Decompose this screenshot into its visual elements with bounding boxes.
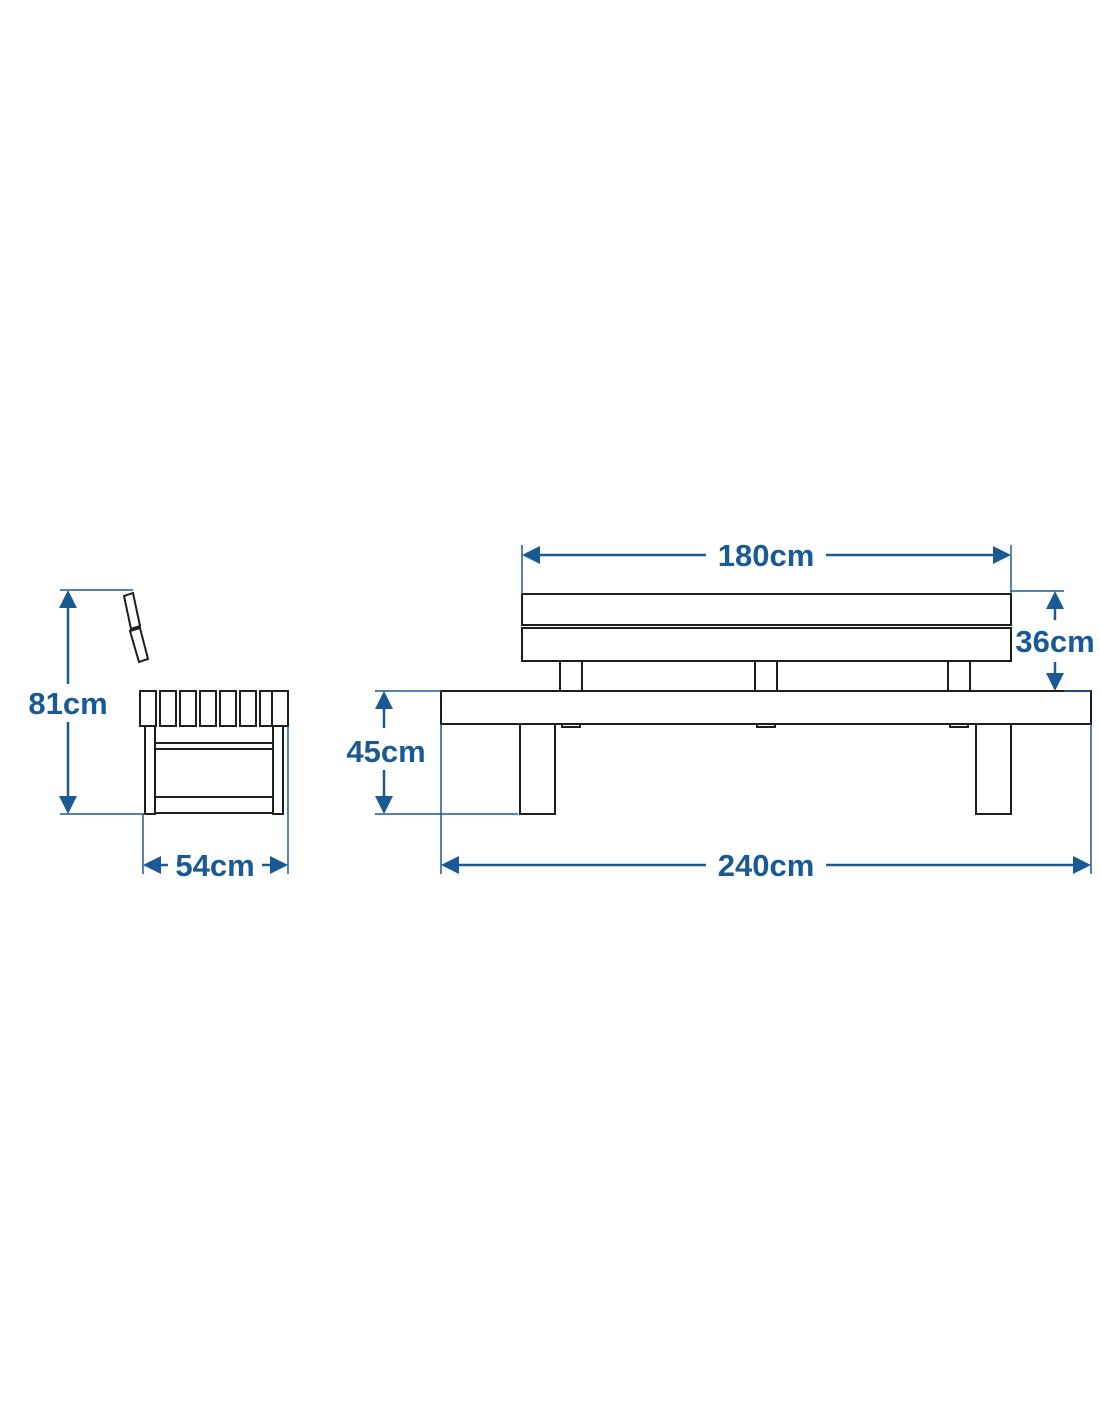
dimension-36cm: 36cm: [1011, 590, 1095, 692]
dimension-54cm: 54cm: [142, 726, 289, 883]
front-legs: [519, 723, 1012, 815]
front-backrest: [521, 593, 1012, 662]
front-seat-brackets: [561, 723, 969, 728]
dimension-45cm: 45cm: [346, 690, 518, 815]
dimension-81cm: 81cm: [28, 589, 145, 815]
dimension-180cm: 180cm: [521, 538, 1012, 594]
side-frame: [144, 725, 284, 815]
label-240cm: 240cm: [718, 848, 815, 883]
side-backrest: [122, 591, 150, 664]
side-view: 81cm 54cm: [28, 589, 289, 883]
label-54cm: 54cm: [175, 848, 254, 883]
dimension-240cm: 240cm: [440, 724, 1092, 883]
front-view: 180cm 36cm 45cm: [346, 538, 1094, 883]
front-seat: [440, 690, 1092, 725]
label-81cm: 81cm: [28, 686, 107, 721]
label-45cm: 45cm: [346, 734, 425, 769]
front-backrest-posts: [559, 660, 971, 692]
side-seat-slats: [139, 690, 289, 727]
label-36cm: 36cm: [1015, 624, 1094, 659]
label-180cm: 180cm: [718, 538, 815, 573]
